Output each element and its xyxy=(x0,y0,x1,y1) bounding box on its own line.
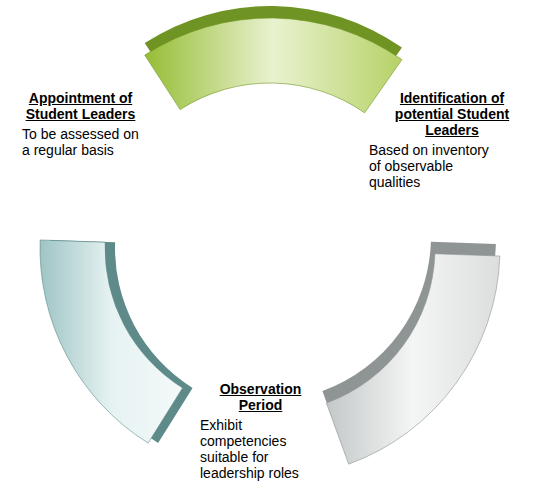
segment-shape xyxy=(30,225,200,455)
segment-shape xyxy=(130,0,430,130)
cycle-segment: Observation PeriodExhibit competencies s… xyxy=(30,225,200,455)
stage-description: To be assessed on a regular basis xyxy=(22,126,147,158)
cycle-segment: Identification of potential Student Lead… xyxy=(320,230,520,475)
stage-description: Based on inventory of observable qualiti… xyxy=(369,142,501,190)
segment-face xyxy=(326,254,499,464)
segment-face xyxy=(145,18,402,113)
cycle-segment: Appointment of Student LeadersTo be asse… xyxy=(130,0,430,130)
stage-heading: Identification of potential Student Lead… xyxy=(382,90,522,138)
segment-shape xyxy=(320,230,520,475)
stage-heading: Observation Period xyxy=(208,381,313,413)
stage-heading: Appointment of Student Leaders xyxy=(18,90,143,122)
segment-face xyxy=(40,240,183,443)
stage-description: Exhibit competencies suitable for leader… xyxy=(200,417,315,481)
